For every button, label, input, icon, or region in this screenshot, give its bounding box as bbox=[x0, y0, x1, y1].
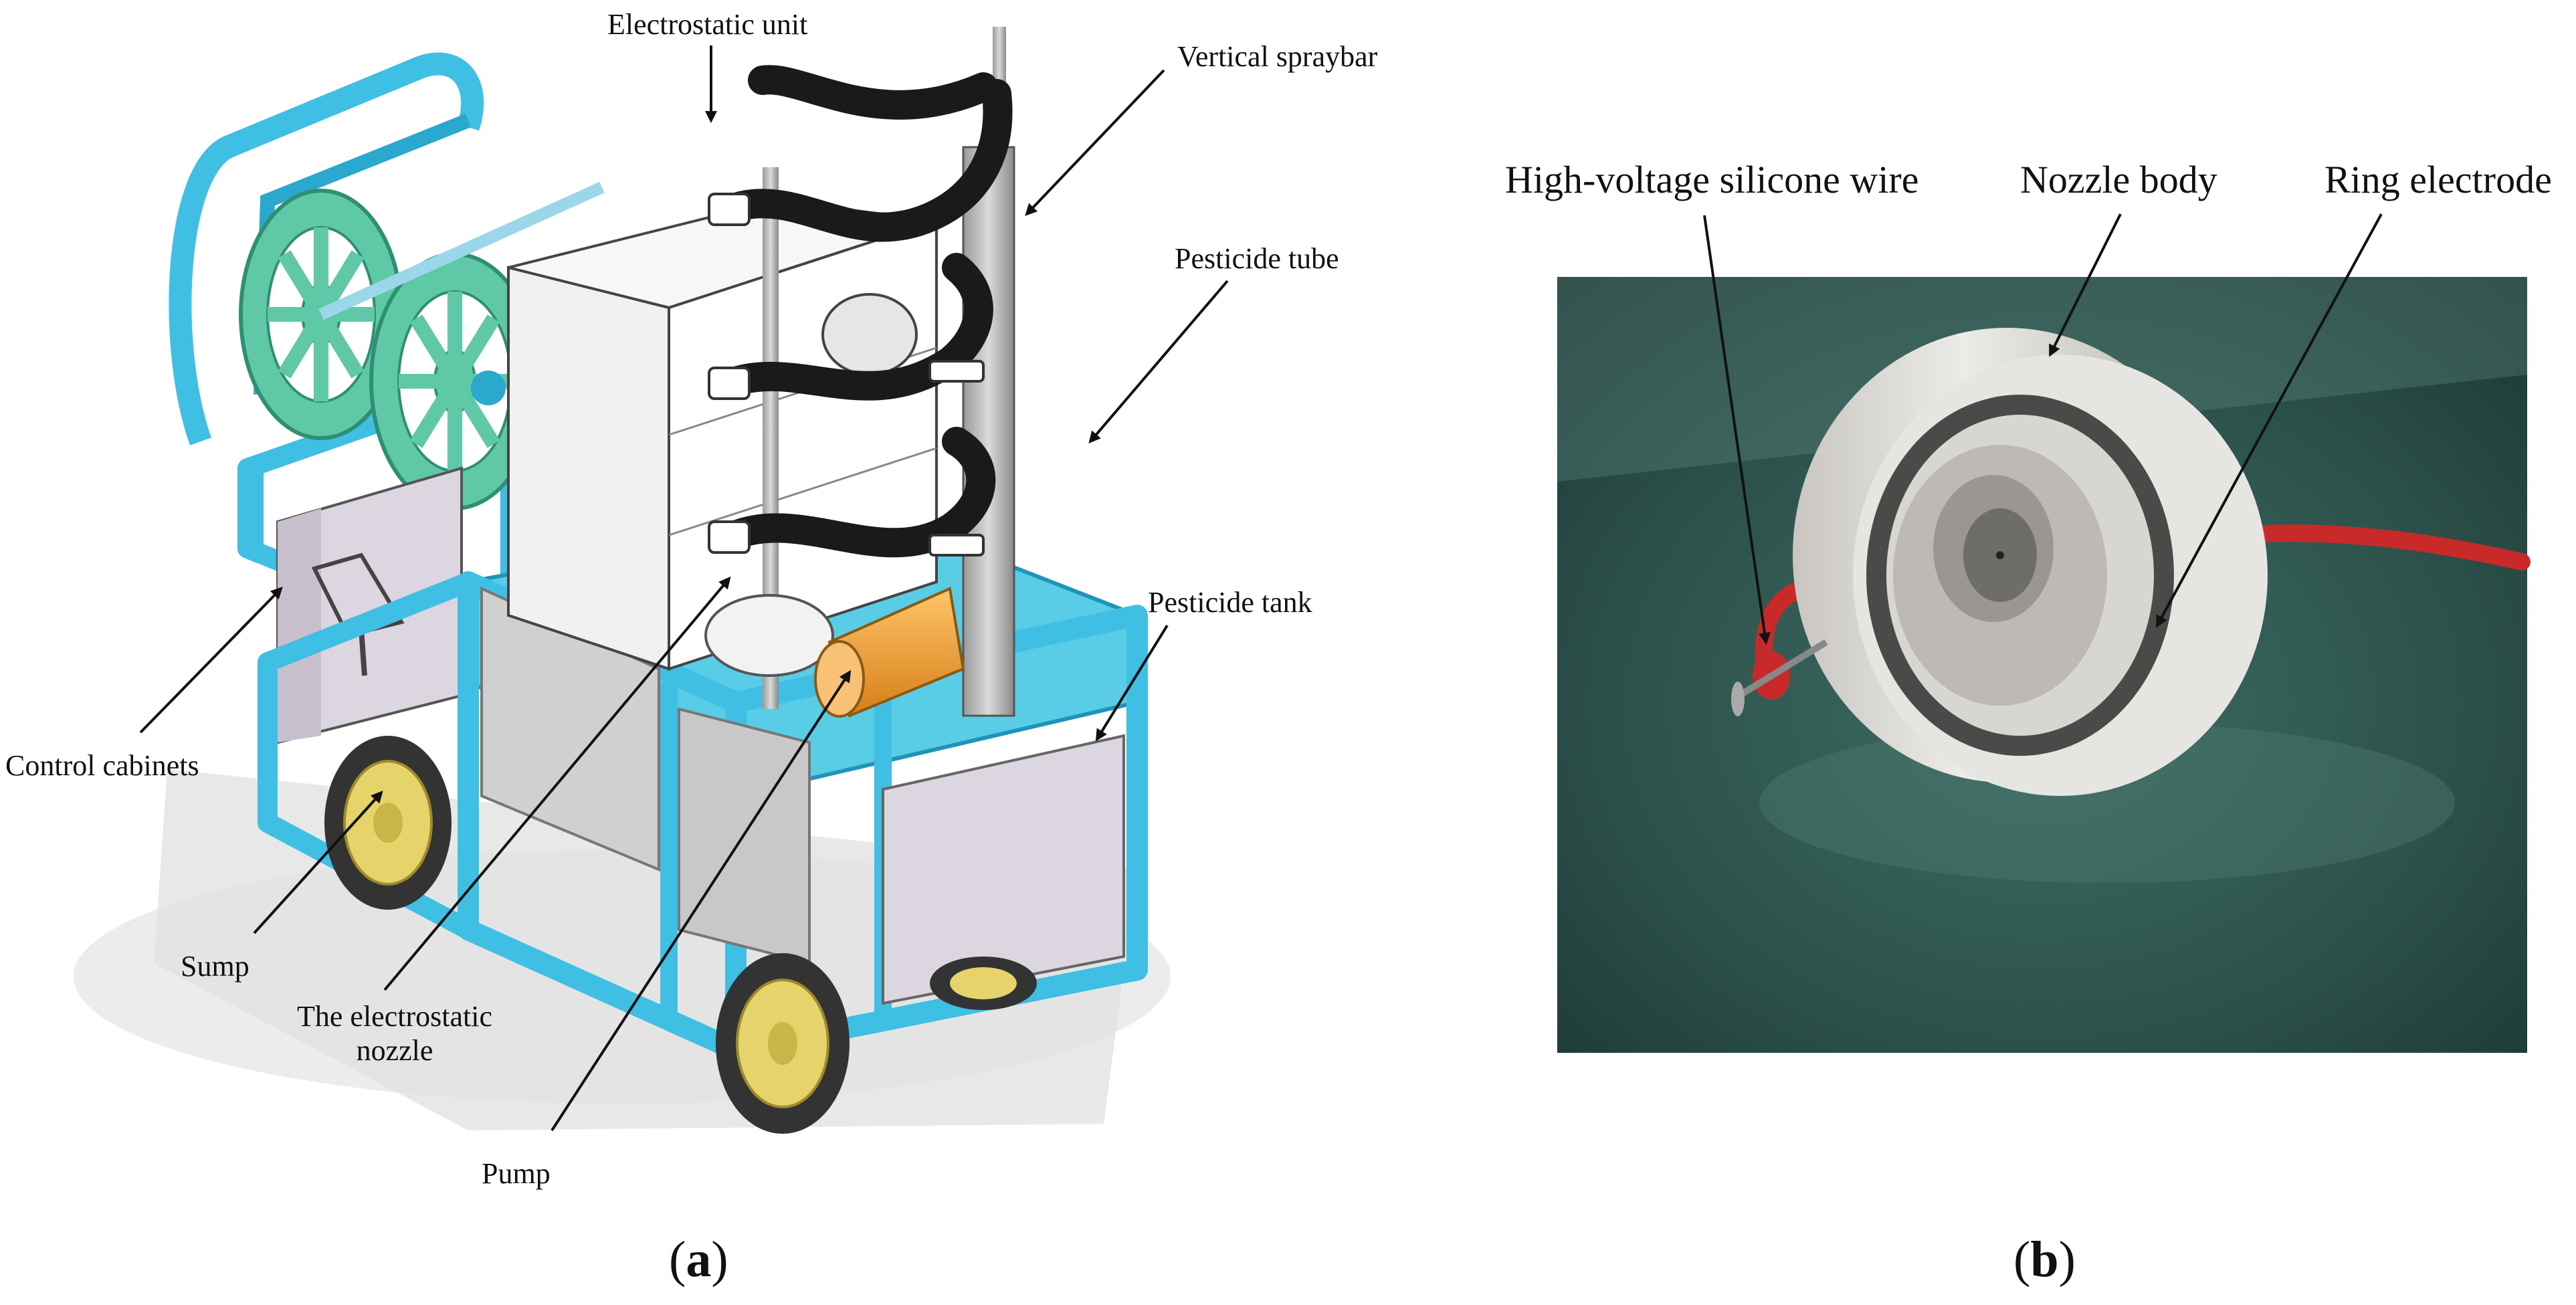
electrostatic-unit-box bbox=[507, 199, 938, 671]
reel-axle bbox=[318, 181, 605, 320]
wheel-rear-right bbox=[930, 957, 1037, 1010]
label-electrostatic-nozzle: The electrostatic nozzle bbox=[281, 1000, 508, 1068]
pump-part bbox=[814, 587, 965, 718]
vertical-spraybar-pole bbox=[962, 146, 1015, 717]
handle-frame bbox=[169, 52, 484, 445]
label-hv-silicone-wire: High-voltage silicone wire bbox=[1505, 158, 1919, 201]
label-electrostatic-nozzle-line1: The electrostatic bbox=[297, 1000, 492, 1033]
panel-b-leader-lines bbox=[1703, 213, 2383, 645]
panel-a-leader-lines bbox=[139, 45, 1229, 1132]
tank-panel-side bbox=[882, 734, 1125, 1005]
label-pesticide-tube: Pesticide tube bbox=[1175, 242, 1339, 275]
caption-b: (b) bbox=[2013, 1231, 2076, 1288]
label-electrostatic-nozzle-line2: nozzle bbox=[356, 1033, 433, 1067]
caption-a: (a) bbox=[669, 1231, 728, 1288]
label-pump: Pump bbox=[482, 1157, 551, 1190]
caption-a-letter: a bbox=[686, 1231, 712, 1288]
hose-fittings bbox=[708, 193, 985, 557]
label-electrostatic-unit: Electrostatic unit bbox=[607, 8, 808, 41]
label-ring-electrode: Ring electrode bbox=[2324, 158, 2552, 201]
label-vertical-spraybar: Vertical spraybar bbox=[1177, 40, 1378, 73]
label-control-cabinets: Control cabinets bbox=[5, 749, 199, 782]
electrostatic-nozzle-part bbox=[704, 594, 834, 677]
leader-ring-electrode bbox=[2156, 213, 2383, 628]
panel-b-nozzle-photo bbox=[1557, 277, 2531, 1053]
leader-nozzle-body bbox=[2049, 213, 2122, 357]
label-nozzle-body: Nozzle body bbox=[2020, 158, 2217, 201]
control-cabinet bbox=[276, 466, 463, 744]
label-pesticide-tank: Pesticide tank bbox=[1148, 586, 1312, 619]
leader-electrostatic-nozzle bbox=[383, 576, 731, 991]
wheel-rear-left bbox=[716, 953, 850, 1134]
leader-hv-wire bbox=[1703, 215, 1771, 645]
wheel-front-left bbox=[324, 736, 452, 910]
caption-b-letter: b bbox=[2030, 1231, 2059, 1288]
leader-control-cabinets bbox=[139, 587, 283, 734]
leader-sump bbox=[253, 791, 383, 934]
leader-pump bbox=[551, 670, 852, 1132]
nozzle-body-part bbox=[1793, 328, 2268, 796]
panel-a-sprayer-model bbox=[74, 27, 1171, 1134]
hv-wire-terminal bbox=[1731, 639, 1828, 716]
leader-pesticide-tube bbox=[1088, 280, 1229, 444]
leader-vertical-spraybar bbox=[1025, 69, 1165, 216]
leader-pesticide-tank bbox=[1095, 624, 1169, 742]
label-sump: Sump bbox=[181, 950, 250, 983]
